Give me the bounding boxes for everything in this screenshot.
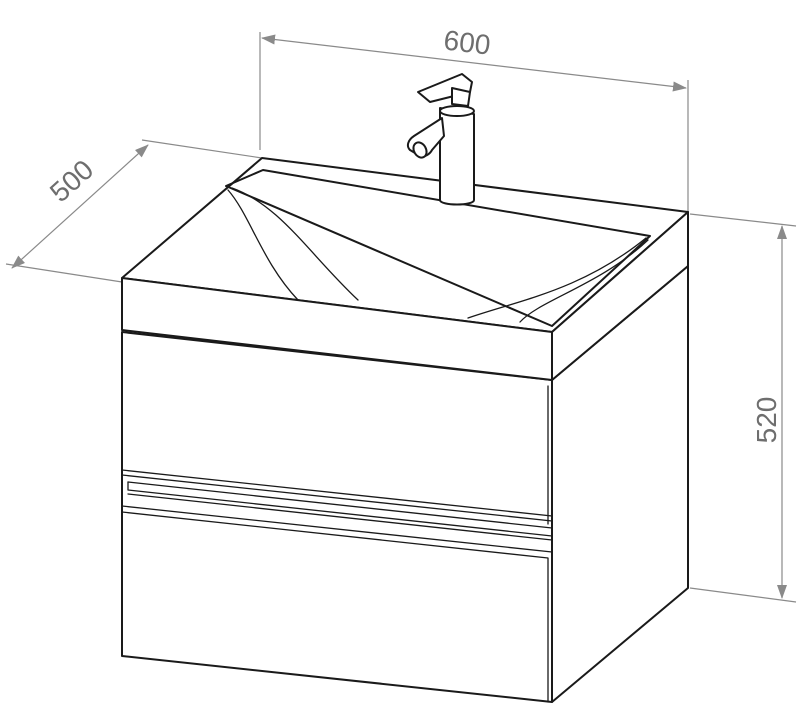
depth-label: 500 <box>44 154 99 208</box>
faucet-icon <box>406 73 475 206</box>
faucet-lever <box>417 73 473 103</box>
height-extension-bottom <box>689 587 797 603</box>
upper-drawer <box>121 469 553 522</box>
lower-drawer-inner-edge <box>121 511 549 703</box>
width-label: 600 <box>442 24 492 60</box>
upper-drawer-bottom-edge <box>121 469 553 517</box>
faucet-lever-base <box>451 87 471 107</box>
bowl-back-left <box>225 169 264 187</box>
bowl-contour-right-inner <box>519 239 649 323</box>
height-dimension: 520 <box>689 213 797 603</box>
width-dimension-line <box>261 34 687 92</box>
upper-drawer-bottom-edge-inner <box>121 474 553 522</box>
washbasin <box>121 157 689 381</box>
handle-groove-lower <box>127 493 553 541</box>
lower-drawer <box>121 505 553 703</box>
depth-extension-bottom <box>5 263 123 283</box>
faucet-body <box>439 107 475 206</box>
bowl-contour-left <box>227 189 299 301</box>
width-dimension: 600 <box>259 24 689 212</box>
depth-dimension-line <box>11 144 149 269</box>
lower-drawer-top-edge <box>121 505 553 553</box>
basin-side-edge <box>551 211 689 381</box>
faucet-top <box>439 105 475 117</box>
height-extension-top <box>689 213 797 227</box>
height-label: 520 <box>751 397 782 444</box>
depth-extension-top <box>141 139 263 159</box>
handle-groove-top <box>127 481 553 537</box>
drawer-handle-groove <box>127 481 553 541</box>
cabinet <box>121 265 689 703</box>
faucet-aerator <box>412 141 428 159</box>
handle-groove-line <box>127 481 553 529</box>
bowl-contour-right <box>467 237 647 319</box>
bowl-contour-left-inner <box>231 187 359 301</box>
